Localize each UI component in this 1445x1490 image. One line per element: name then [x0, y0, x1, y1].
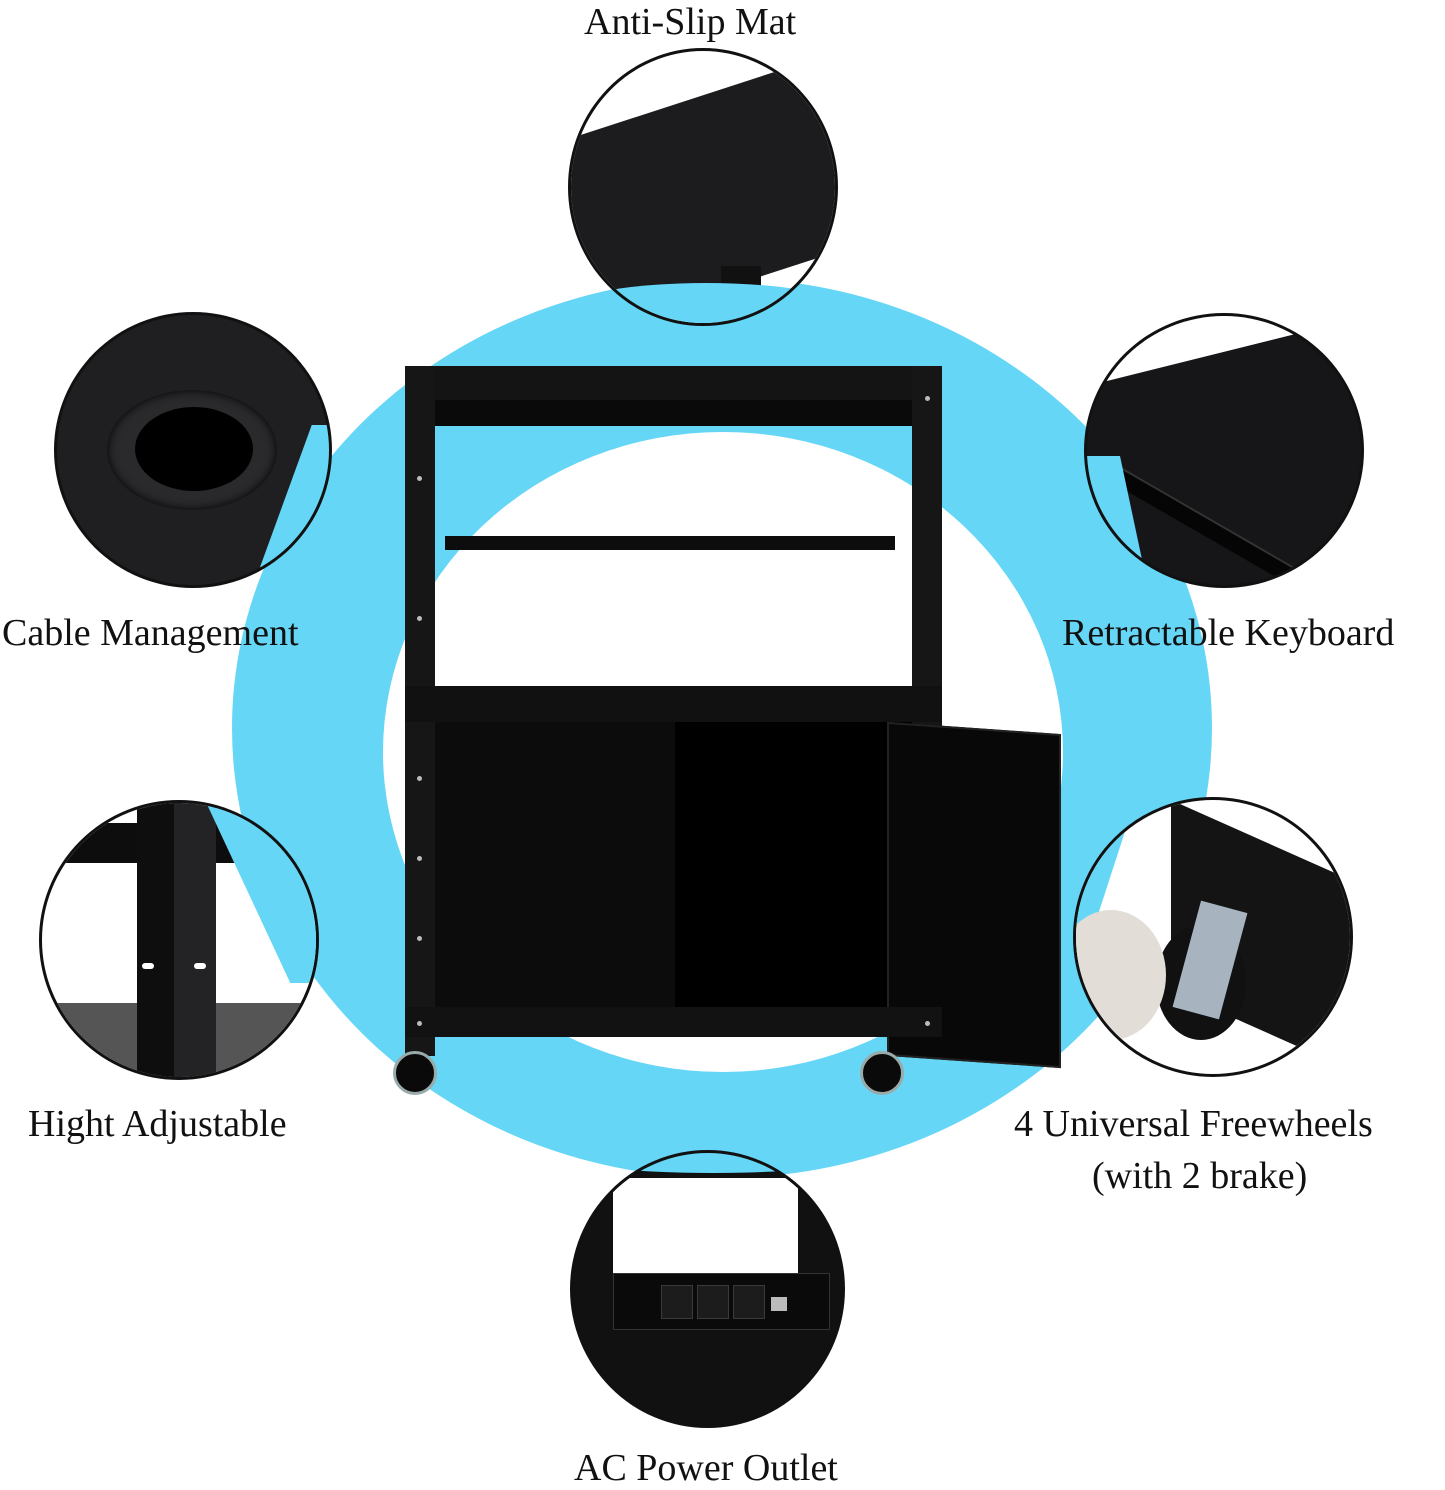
bolt-icon — [417, 616, 422, 621]
feature-image-height-adjustable — [39, 800, 319, 1080]
bolt-icon — [417, 1021, 422, 1026]
bolt-icon — [925, 1021, 930, 1026]
usb-port-icon — [771, 1297, 787, 1311]
accent-fill — [573, 1153, 842, 1173]
caster-wheel-icon — [393, 1051, 437, 1095]
cart-middle-shelf — [405, 686, 942, 722]
frame-opening — [613, 1178, 798, 1278]
feature-image-anti-slip-mat — [568, 48, 838, 326]
cart-top-rail — [435, 400, 912, 426]
cart-cabinet-interior — [675, 722, 912, 1007]
feature-image-ac-power-outlet — [570, 1150, 845, 1428]
background-wall — [1087, 316, 1361, 386]
post-face — [174, 803, 216, 1077]
cart-top-shelf — [405, 366, 942, 400]
adjust-slot — [194, 963, 206, 969]
shoe-icon — [1076, 910, 1166, 1040]
feature-label-universal-freewheels: 4 Universal Freewheels — [1014, 1103, 1373, 1145]
feature-label-height-adjustable: Hight Adjustable — [28, 1103, 287, 1145]
bolt-icon — [417, 936, 422, 941]
cart-base — [405, 1007, 942, 1037]
outlet-socket-icon — [733, 1285, 765, 1319]
accent-fill — [1087, 456, 1155, 585]
caster-wheel-icon — [860, 1051, 904, 1095]
accent-fill — [201, 803, 316, 983]
feature-label-cable-management: Cable Management — [2, 612, 299, 654]
feature-label-anti-slip-mat: Anti-Slip Mat — [584, 1, 797, 43]
grommet-hole — [135, 407, 253, 491]
feature-image-retractable-keyboard — [1084, 313, 1364, 588]
bolt-icon — [417, 776, 422, 781]
outlet-socket-icon — [697, 1285, 729, 1319]
feature-image-cable-management — [54, 312, 332, 588]
bolt-icon — [417, 476, 422, 481]
outlet-socket-icon — [661, 1285, 693, 1319]
bolt-icon — [925, 396, 930, 401]
adjust-slot — [142, 963, 154, 969]
product-cart-image — [393, 366, 1061, 1106]
cart-cabinet-closed-door — [435, 722, 677, 1007]
cart-keyboard-tray — [445, 536, 895, 550]
bolt-icon — [417, 856, 422, 861]
feature-image-universal-freewheels — [1073, 797, 1353, 1077]
feature-sublabel-universal-freewheels: (with 2 brake) — [1092, 1155, 1308, 1197]
accent-fill — [571, 283, 835, 323]
feature-label-ac-power-outlet: AC Power Outlet — [574, 1447, 838, 1489]
feature-label-retractable-keyboard: Retractable Keyboard — [1062, 612, 1395, 654]
